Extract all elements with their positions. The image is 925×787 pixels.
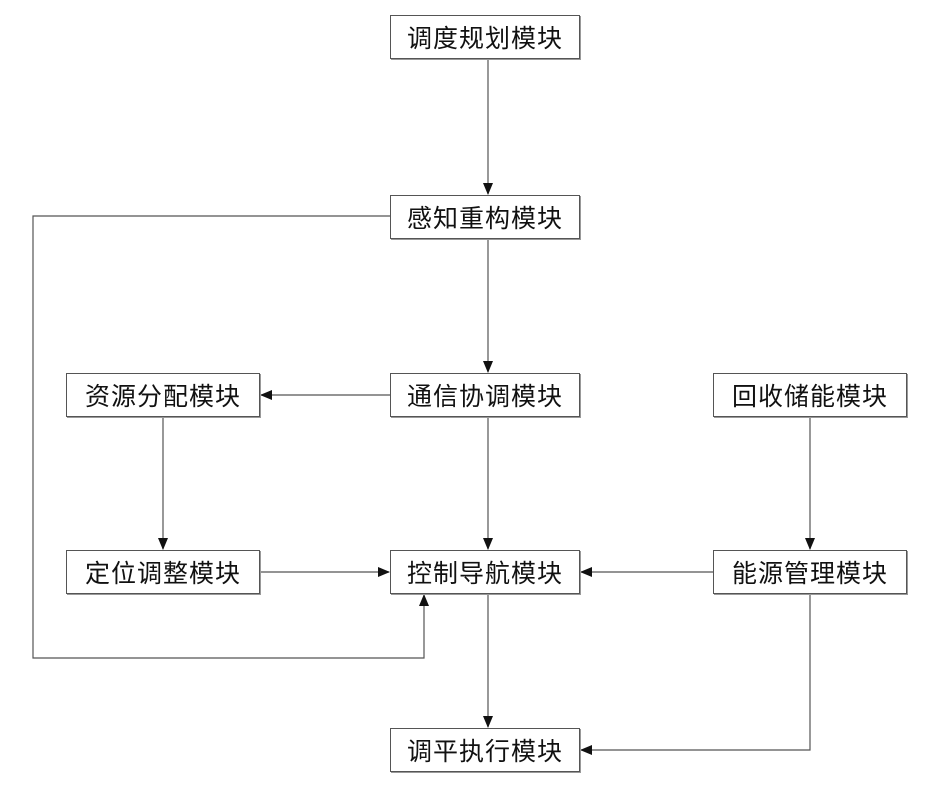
- node-ziyuan-fenpei: 资源分配模块: [66, 373, 260, 417]
- node-dingwei-tiaozheng: 定位调整模块: [66, 550, 260, 594]
- node-ganzhi-chonggou: 感知重构模块: [390, 195, 580, 239]
- node-tiaoping-zhixing: 调平执行模块: [390, 728, 580, 772]
- node-diaodu-guihua: 调度规划模块: [390, 15, 580, 59]
- node-tongxin-xietiao: 通信协调模块: [390, 373, 580, 417]
- node-kongzhi-daohang: 控制导航模块: [390, 550, 580, 594]
- node-nengyuan-guanli: 能源管理模块: [713, 550, 907, 594]
- node-huishou-chuneng: 回收储能模块: [713, 373, 907, 417]
- edge-nengyuan-to-tiaoping: [581, 594, 810, 750]
